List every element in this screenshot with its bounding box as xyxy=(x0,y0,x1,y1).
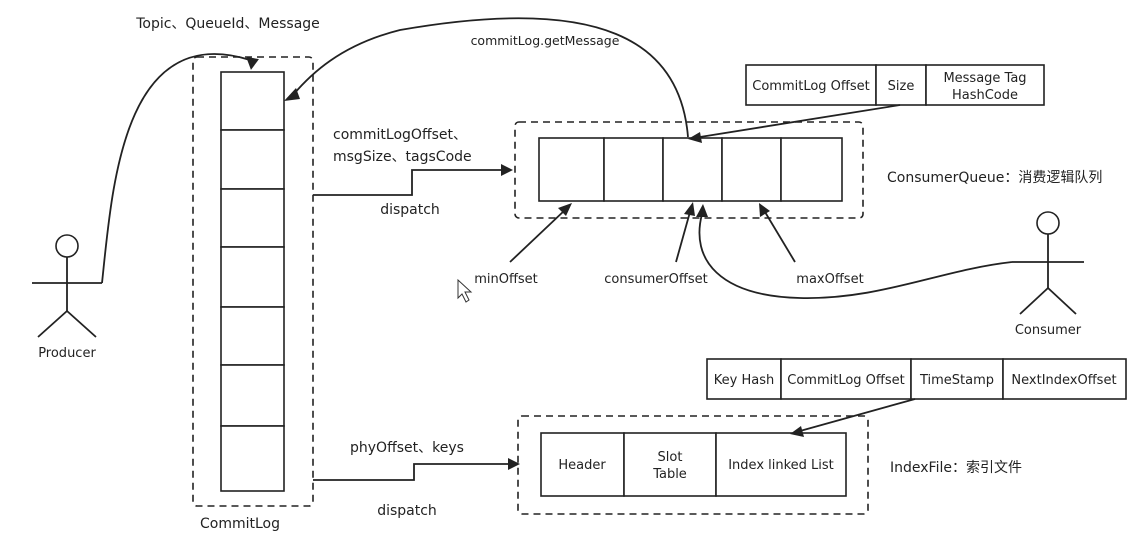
consumer-label: Consumer xyxy=(1015,323,1082,338)
cq-entry-commitlog-offset: CommitLog Offset xyxy=(752,79,869,94)
cq-dispatch-arrow xyxy=(313,169,503,196)
commitlog-label: CommitLog xyxy=(200,516,280,532)
index-entry-key-hash: Key Hash xyxy=(714,373,774,388)
cq-dispatch-fields-2: msgSize、tagsCode xyxy=(333,149,472,165)
min-offset-label: minOffset xyxy=(474,272,538,287)
get-message-label: commitLog.getMessage xyxy=(471,33,620,48)
index-file-title: IndexFile：索引文件 xyxy=(890,459,1022,476)
commitlog-cells xyxy=(220,71,285,492)
max-offset-label: maxOffset xyxy=(796,272,863,287)
consumer-offset-label: consumerOffset xyxy=(604,272,707,287)
consumer-queue-entry-table xyxy=(745,64,1045,106)
consumer-offset-arrow xyxy=(675,211,691,263)
cq-dispatch-fields-1: commitLogOffset、 xyxy=(333,127,467,143)
index-file-container xyxy=(517,415,869,515)
consumer-queue-title: ConsumerQueue：消费逻辑队列 xyxy=(887,170,1102,186)
index-file-parts xyxy=(540,432,847,497)
cq-entry-hashcode: HashCode xyxy=(952,88,1018,103)
index-linked-list-label: Index linked List xyxy=(728,458,834,473)
index-dispatch-arrow xyxy=(313,463,510,481)
index-entry-pointer xyxy=(799,398,916,432)
consumer-actor-icon xyxy=(1012,211,1084,315)
producer-actor-icon xyxy=(32,234,102,338)
index-entry-next-index-offset: NextIndexOffset xyxy=(1011,373,1116,388)
index-table-label: Table xyxy=(652,467,687,482)
commitlog-input-label: Topic、QueueId、Message xyxy=(135,16,320,32)
commitlog-container xyxy=(192,56,314,507)
cq-entry-message-tag: Message Tag xyxy=(943,71,1026,86)
cq-dispatch-label: dispatch xyxy=(380,202,440,218)
index-dispatch-label: dispatch xyxy=(377,503,437,519)
min-offset-arrow xyxy=(509,209,566,263)
consumer-queue-container xyxy=(514,121,864,219)
producer-label: Producer xyxy=(38,346,96,361)
consumer-read-arrow xyxy=(698,213,1013,299)
consumer-queue-cells xyxy=(538,137,843,202)
producer-write-arrow xyxy=(101,53,251,284)
cq-entry-size: Size xyxy=(888,79,915,94)
index-slot-label: Slot xyxy=(658,450,683,465)
cq-entry-pointer xyxy=(699,104,901,138)
get-message-arrow xyxy=(292,17,689,138)
index-entry-commitlog-offset: CommitLog Offset xyxy=(787,373,904,388)
max-offset-arrow xyxy=(764,211,796,263)
mouse-cursor-icon xyxy=(457,278,473,303)
index-dispatch-fields: phyOffset、keys xyxy=(350,440,464,456)
index-entry-timestamp: TimeStamp xyxy=(919,373,994,388)
index-header-label: Header xyxy=(558,458,606,473)
index-entry-table xyxy=(706,358,1127,400)
